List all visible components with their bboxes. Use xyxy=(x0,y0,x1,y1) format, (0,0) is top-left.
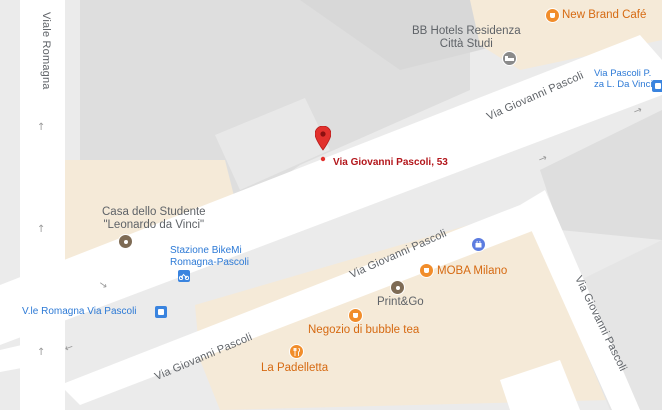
poi-la-padelletta[interactable]: La Padelletta xyxy=(261,362,329,374)
bus-icon[interactable] xyxy=(155,306,167,318)
poi-bb-hotels[interactable]: BB Hotels Residenza Città Studi xyxy=(412,25,521,51)
poi-negozio-bubble-tea[interactable]: Negozio di bubble tea xyxy=(308,324,420,336)
poi-via-pascoli-pza-da-vinci[interactable]: Via Pascoli P. za L. Da Vinci xyxy=(594,68,652,91)
poi-print-and-go[interactable]: Print&Go xyxy=(377,296,424,308)
tan-area-commercial xyxy=(195,210,610,410)
bicycle-icon[interactable] xyxy=(178,270,190,282)
svg-text:→: → xyxy=(537,152,549,165)
tan-area-casa xyxy=(65,160,235,262)
print-shop-icon[interactable] xyxy=(390,280,405,295)
poi-stazione-bikemi[interactable]: Stazione BikeMi Romagna-Pascoli xyxy=(170,245,249,269)
shopping-bag-icon[interactable] xyxy=(471,237,486,252)
road-via-pascoli-right xyxy=(520,190,640,410)
poi-moba-milano[interactable]: MOBA Milano xyxy=(437,265,508,277)
map-pin-icon[interactable] xyxy=(315,126,331,162)
poi-casa-line2: "Leonardo da Vinci" xyxy=(103,219,205,232)
coffee-cup-icon[interactable] xyxy=(419,263,434,278)
poi-bikemi-line2: Romagna-Pascoli xyxy=(170,257,249,268)
poi-via-pascoli-line2: za L. Da Vinci xyxy=(594,79,653,91)
poi-new-brand-cafe[interactable]: New Brand Café xyxy=(562,9,647,21)
road-viale-romagna xyxy=(20,0,65,410)
svg-text:→: → xyxy=(632,104,644,117)
poi-bb-hotels-line2: Città Studi xyxy=(439,38,493,51)
coffee-cup-icon[interactable] xyxy=(348,308,363,323)
poi-via-pascoli-line1: Via Pascoli P. xyxy=(594,68,652,79)
svg-text:↑: ↑ xyxy=(37,122,45,133)
svg-text:←: ← xyxy=(63,342,75,355)
svg-text:↑: ↑ xyxy=(37,224,45,235)
tan-area-hotel xyxy=(470,0,662,70)
building-icon[interactable] xyxy=(118,234,133,249)
fork-knife-icon[interactable] xyxy=(289,344,304,359)
bed-icon[interactable] xyxy=(502,51,517,66)
road-via-pascoli-lower xyxy=(60,205,540,405)
road-via-pascoli-main xyxy=(0,35,662,345)
marker-address-label: Via Giovanni Pascoli, 53 xyxy=(333,157,448,168)
bus-icon[interactable] xyxy=(652,80,662,92)
poi-bikemi-line1: Stazione BikeMi xyxy=(170,245,242,256)
svg-text:↑: ↑ xyxy=(37,347,45,358)
poi-bb-hotels-line1: BB Hotels Residenza xyxy=(412,25,521,37)
poi-vle-romagna-via-pascoli[interactable]: V.le Romagna Via Pascoli xyxy=(22,306,137,317)
coffee-cup-icon[interactable] xyxy=(545,8,560,23)
poi-casa-line1: Casa dello Studente xyxy=(102,206,206,218)
street-label-viale-romagna: Viale Romagna xyxy=(40,12,52,90)
poi-casa-dello-studente[interactable]: Casa dello Studente "Leonardo da Vinci" xyxy=(102,206,206,232)
